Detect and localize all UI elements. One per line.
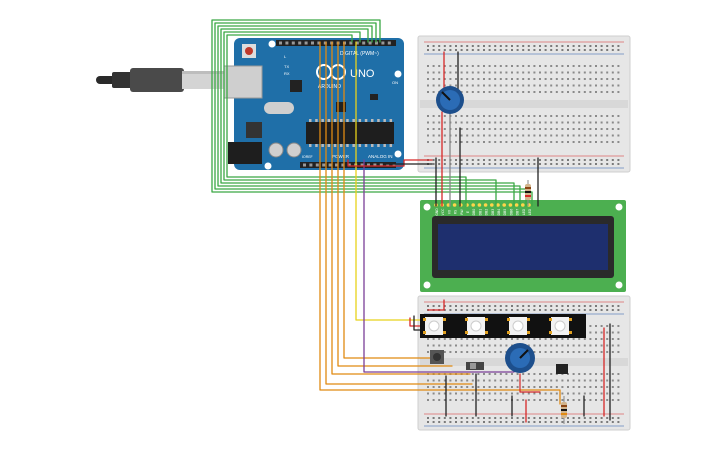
lcd-screen [438, 224, 608, 270]
lcd-pin[interactable] [521, 203, 525, 207]
lcd-pin-label: LED [522, 208, 526, 215]
yellow-wire [355, 41, 421, 321]
lcd-pin-label: DB0 [472, 209, 476, 216]
potentiometer-bottom[interactable] [505, 343, 535, 373]
neopixel-led [423, 317, 446, 335]
lcd-pin-label: DB7 [516, 209, 520, 216]
lcd-pin-label: DB4 [497, 209, 501, 216]
lcd-pin-label: RS [454, 210, 458, 214]
lcd-pin[interactable] [508, 203, 513, 207]
lcd-pin-label: DB2 [485, 209, 489, 216]
neopixel-led [507, 317, 530, 335]
tx-led-label: TX [284, 64, 289, 69]
lcd-pin-label: DB5 [503, 209, 507, 216]
lcd-pin[interactable] [477, 203, 482, 207]
power-pins-label: POWER [332, 154, 350, 159]
lcd-pin[interactable] [514, 203, 519, 207]
lcd-pin-label: GND [435, 208, 439, 216]
digital-pins-label: DIGITAL (PWM~) [340, 51, 379, 57]
wires [211, 19, 611, 423]
neopixel-led [549, 317, 572, 335]
lcd-pin-label: DB6 [509, 209, 513, 216]
orange-wires [319, 41, 561, 405]
sensor-chip [556, 364, 568, 374]
lcd-pin-label: DB3 [491, 209, 495, 216]
push-button[interactable] [430, 350, 444, 364]
lcd-pin-label: VCC [441, 208, 445, 215]
lcd-pin-label: RW [460, 209, 464, 215]
lcd-pin[interactable] [483, 203, 488, 207]
lcd-pin[interactable] [471, 203, 476, 207]
red-wire-5v [347, 159, 433, 167]
slide-switch[interactable] [466, 362, 484, 370]
breadboard-top [417, 35, 631, 173]
on-led-label: ON [392, 80, 398, 85]
lcd-pin-label: DB1 [478, 209, 482, 216]
lcd-pin[interactable] [502, 203, 507, 207]
arduino-uno-board[interactable]: UNO ARDUINO DIGITAL (PWM~) POWER ANALOG … [223, 38, 404, 170]
lcd-pin[interactable] [490, 203, 494, 207]
neopixel-strip[interactable] [420, 314, 586, 338]
neopixel-led [465, 317, 488, 335]
arduino-model-label: UNO [350, 68, 375, 80]
rx-led-label: RX [284, 71, 290, 76]
potentiometer-top[interactable] [436, 86, 464, 114]
lcd-pin-label: V0 [447, 210, 451, 214]
l-led-label: L [284, 54, 287, 59]
lcd-pin-label: E [466, 211, 470, 213]
lcd-pin[interactable] [446, 203, 451, 207]
arduino-brand-label: ARDUINO [318, 84, 341, 90]
resistor-top [525, 180, 531, 206]
lcd-pin[interactable] [496, 203, 500, 207]
lcd-pin[interactable] [452, 203, 457, 207]
ioref-label: IOREF [302, 155, 313, 159]
analog-pins-label: ANALOG IN [368, 154, 393, 159]
resistor-bottom [561, 396, 567, 424]
lcd-pin-label: LED [528, 208, 532, 215]
reset-button[interactable] [245, 47, 253, 55]
